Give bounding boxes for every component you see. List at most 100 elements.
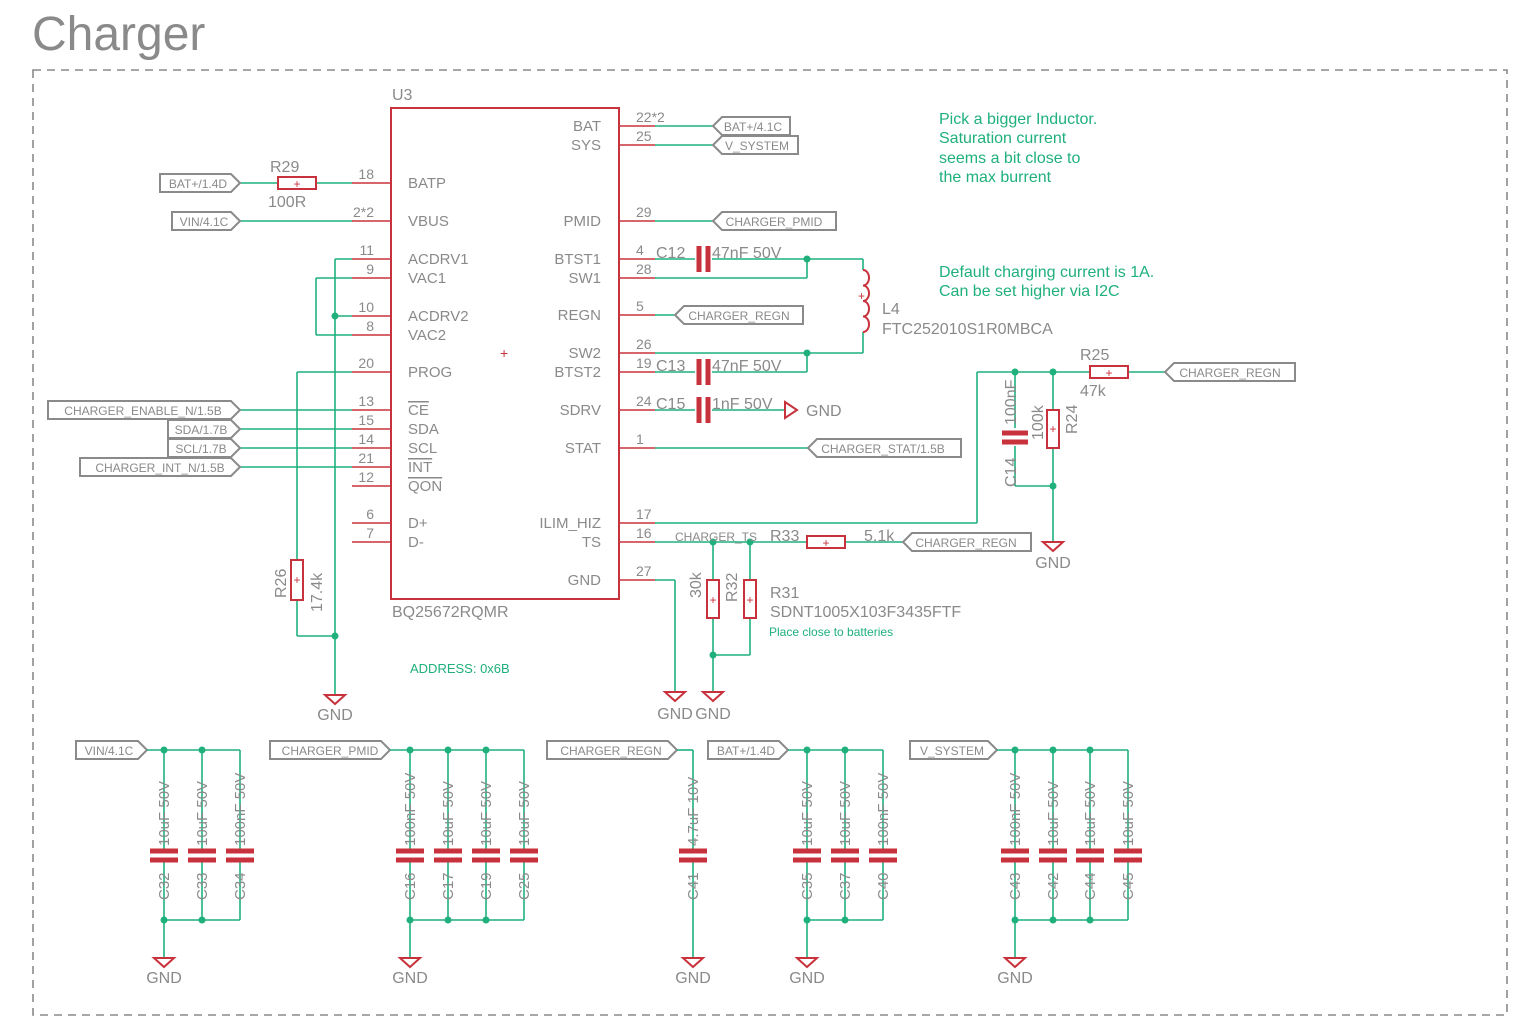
pin-name: VAC1 [408, 270, 446, 287]
pin-name: PROG [408, 364, 452, 381]
cap-ref: C42 [1045, 872, 1062, 900]
svg-text:GND: GND [695, 706, 731, 723]
note-ntc: Place close to batteries [769, 625, 893, 639]
svg-text:+: + [709, 593, 716, 607]
net-label[interactable]: SCL/1.7B [167, 438, 242, 458]
cap-value: 100nF 50V [875, 773, 892, 846]
capacitor-c14[interactable]: C14 100nF [1002, 379, 1028, 487]
pin-name: BTST1 [554, 251, 601, 268]
capacitor-c15[interactable]: C15 1nF 50V [656, 396, 773, 423]
pin-num: 18 [358, 166, 374, 182]
net-label[interactable]: V_SYSTEM [711, 135, 799, 155]
pin-num: 8 [366, 318, 374, 334]
svg-text:SCL/1.7B: SCL/1.7B [175, 442, 226, 456]
cap-value: 10uF 50V [1045, 781, 1062, 846]
cap-ref: C34 [232, 872, 249, 900]
chip-origin-mark: + [500, 345, 508, 361]
pin-name: TS [582, 534, 601, 551]
svg-text:V_SYSTEM: V_SYSTEM [725, 139, 789, 153]
cap-group-label: BAT+/1.4D [717, 744, 775, 758]
svg-text:CHARGER_REGN: CHARGER_REGN [1179, 366, 1280, 380]
svg-text:SDA/1.7B: SDA/1.7B [175, 423, 228, 437]
pin-name: ACDRV1 [408, 251, 469, 268]
pin-name: SDA [408, 421, 439, 438]
net-label[interactable]: CHARGER_INT_N/1.5B [79, 457, 242, 477]
svg-text:GND: GND [997, 970, 1033, 987]
note-address: ADDRESS: 0x6B [410, 661, 510, 676]
c12-ref: C12 [656, 245, 685, 262]
resistor-r32[interactable]: + R32 30k [688, 571, 741, 619]
svg-text:CHARGER_REGN: CHARGER_REGN [915, 536, 1016, 550]
r33-value: 5.1k [864, 528, 895, 545]
cap-value: 10uF 50V [478, 781, 495, 846]
c15-ref: C15 [656, 396, 685, 413]
cap-ref: C41 [685, 872, 702, 900]
net-label[interactable]: CHARGER_PMID [711, 211, 837, 231]
net-label[interactable]: SDA/1.7B [167, 419, 242, 439]
c13-ref: C13 [656, 358, 685, 375]
net-label[interactable]: BAT+/4.1C [711, 116, 791, 136]
capacitor-c13[interactable]: C13 47nF 50V [656, 358, 782, 385]
r29-ref: R29 [270, 159, 299, 176]
capacitor-c42[interactable]: 10uF 50V C42 [1039, 750, 1067, 920]
resistor-r29[interactable]: + R29 100R [268, 159, 317, 211]
r31-ref: R31 [770, 585, 799, 602]
net-label[interactable]: CHARGER_REGN [673, 305, 804, 325]
pin-num: 16 [636, 525, 652, 541]
cap-ref: C33 [194, 872, 211, 900]
resistor-r26[interactable]: + R26 17.4k [273, 559, 326, 612]
inductor-l4[interactable]: + L4 FTC252010S1R0MBCA [858, 269, 1053, 338]
net-label[interactable]: CHARGER_REGN [1163, 362, 1296, 382]
u3-charger-ic[interactable]: U3 BQ25672RQMR + 18 2*2 11 9 10 8 20 13 … [352, 87, 665, 621]
pin-name: VAC2 [408, 327, 446, 344]
pin-name: SW1 [568, 270, 601, 287]
net-label[interactable]: VIN/4.1C [171, 211, 242, 231]
r31-value: SDNT1005X103F3435FTF [770, 604, 961, 621]
resistor-r24[interactable]: + R24 100k [1030, 404, 1081, 449]
svg-text:BAT+/1.4D: BAT+/1.4D [169, 177, 227, 191]
resistor-r33[interactable]: + R33 5.1k [770, 528, 895, 550]
net-label[interactable]: BAT+/1.4D [159, 173, 242, 193]
net-label[interactable]: CHARGER_STAT/1.5B [806, 438, 962, 458]
sheet-frame [32, 69, 1508, 1016]
svg-text:Can be set higher via I2C: Can be set higher via I2C [939, 283, 1120, 300]
ground-symbol: GND [784, 400, 842, 420]
pin-num: 14 [358, 431, 374, 447]
cap-ref: C44 [1082, 872, 1099, 900]
cap-value: 10uF 50V [440, 781, 457, 846]
resistor-r25[interactable]: + R25 47k [1080, 347, 1129, 400]
pin-num: 29 [636, 204, 652, 220]
pin-name: SCL [408, 440, 437, 457]
svg-text:+: + [822, 536, 829, 550]
cap-ref: C43 [1007, 872, 1024, 900]
thermistor-r31[interactable]: + R31 SDNT1005X103F3435FTF [743, 579, 961, 621]
pin-num: 17 [636, 506, 652, 522]
net-label[interactable]: CHARGER_ENABLE_N/1.5B [47, 400, 242, 420]
svg-text:GND: GND [392, 970, 428, 987]
cap-ref: C37 [837, 872, 854, 900]
svg-text:GND: GND [1035, 555, 1071, 572]
svg-text:GND: GND [317, 707, 353, 724]
net-label[interactable]: CHARGER_REGN [901, 532, 1032, 552]
cap-ref: C16 [402, 872, 419, 900]
r26-value: 17.4k [309, 572, 326, 612]
cap-group-label: V_SYSTEM [920, 744, 984, 758]
capacitor-c12[interactable]: C12 47nF 50V [656, 245, 782, 272]
l4-ref: L4 [882, 301, 900, 318]
svg-text:+: + [1105, 366, 1112, 380]
pin-name: REGN [558, 307, 601, 324]
